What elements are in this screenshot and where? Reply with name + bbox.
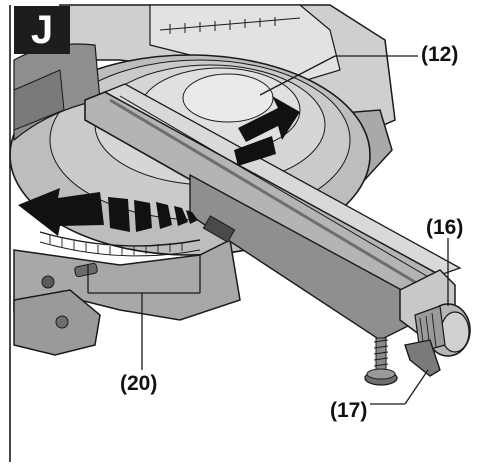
support-foot [364, 337, 398, 386]
miter-scale [39, 231, 201, 257]
callout-12: (12) [421, 43, 459, 66]
release-lever [404, 339, 441, 377]
saw-base-front [13, 238, 241, 356]
locking-knob [414, 303, 471, 357]
slide-arrow-icon [234, 96, 300, 166]
housing-scale [159, 17, 301, 34]
leader-lines [87, 55, 449, 405]
callout-16: (16) [426, 216, 464, 239]
figure-label-badge: J [14, 6, 70, 54]
callout-20: (20) [120, 372, 158, 395]
rotate-arrow-icon [18, 188, 198, 236]
callout-17: (17) [330, 399, 368, 422]
